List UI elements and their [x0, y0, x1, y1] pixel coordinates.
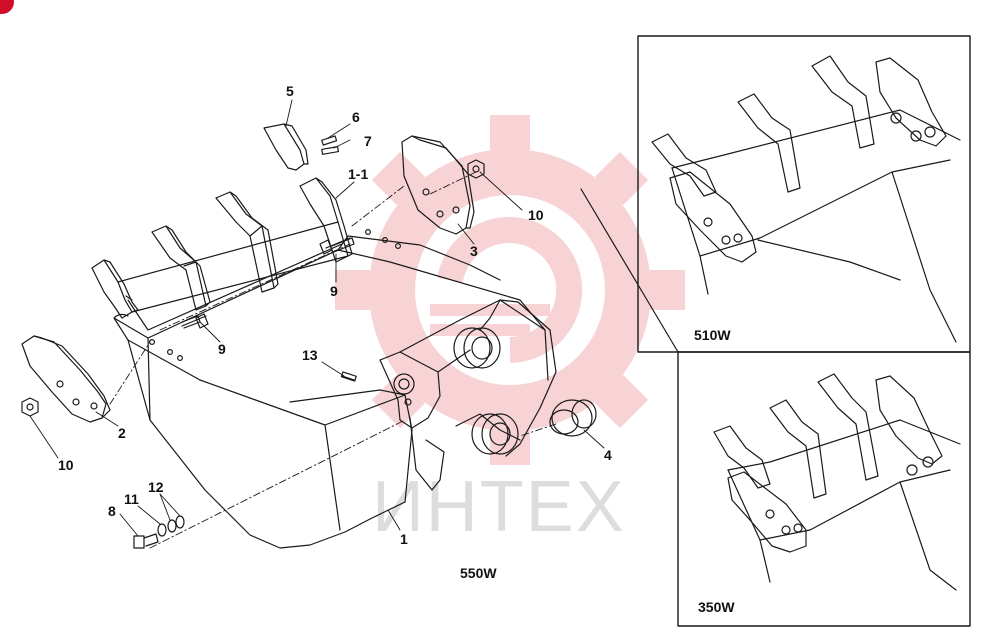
nut-10-top [467, 159, 485, 179]
inset-350w-drawing [713, 373, 961, 591]
side-cutter-3 [401, 135, 475, 235]
callout-8: 8 [108, 503, 116, 519]
callout-11: 11 [124, 491, 139, 507]
callout-9-lower: 9 [218, 341, 226, 357]
pin-7 [321, 146, 339, 155]
inset-frame-510w [637, 35, 971, 353]
callout-leaders [29, 99, 605, 537]
bolt-8 [133, 533, 159, 549]
inset-510w-drawing [651, 55, 961, 343]
callout-1: 1 [400, 531, 408, 547]
inset-title-350w: 350W [698, 599, 735, 615]
nut-10-left [21, 397, 39, 417]
watermark-text: ИНТЕХ [372, 467, 626, 547]
bolt-9-lower [181, 313, 209, 329]
callout-13: 13 [302, 347, 318, 363]
callout-9-upper: 9 [330, 283, 338, 299]
inset-title-510w: 510W [694, 327, 731, 343]
callout-6: 6 [352, 109, 360, 125]
callout-5: 5 [286, 83, 294, 99]
callout-12: 12 [148, 479, 164, 495]
tooth-point-5 [263, 123, 309, 171]
callout-1-1: 1-1 [348, 166, 369, 182]
washer-12 [167, 515, 185, 533]
callout-7: 7 [364, 133, 372, 149]
callout-3: 3 [470, 243, 478, 259]
bolt-9-upper [319, 237, 355, 255]
bucket-teeth [91, 177, 353, 319]
callout-10-lower: 10 [58, 457, 74, 473]
bucket-bracket [379, 299, 557, 491]
washer-11 [157, 523, 167, 537]
pin-13 [340, 371, 357, 382]
side-cutter-2 [21, 335, 111, 423]
main-caption: 550W [460, 565, 497, 581]
assembly-centerlines [109, 171, 557, 549]
inset-frame-350w [677, 351, 971, 627]
callout-4: 4 [604, 447, 612, 463]
bushing-4 [549, 399, 597, 437]
callout-10-upper: 10 [528, 207, 544, 223]
callout-2: 2 [118, 425, 126, 441]
bucket-body [113, 229, 549, 549]
